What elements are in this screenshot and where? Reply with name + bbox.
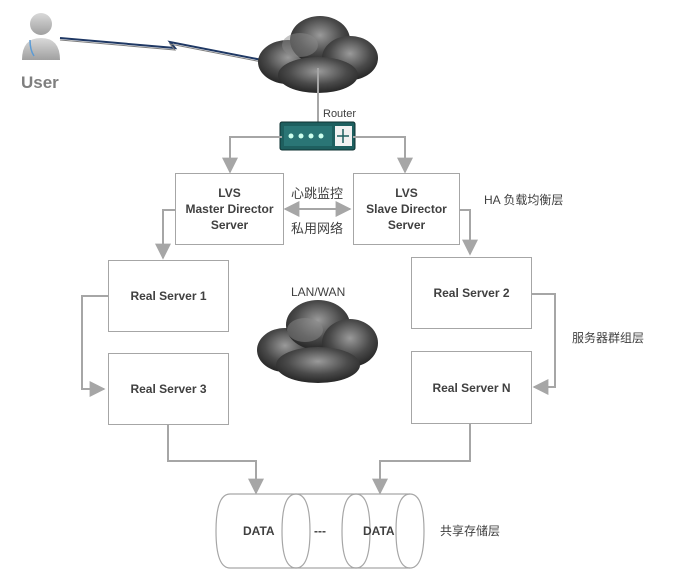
rsn-to-storage-arrow [372, 424, 471, 495]
lan-wan-label: LAN/WAN [291, 285, 346, 299]
router-label: Router [323, 108, 357, 120]
user-label: User [21, 73, 59, 92]
internet-cloud-icon [258, 16, 378, 93]
storage-segment-1: DATA [243, 524, 275, 538]
storage-segment-2: --- [314, 524, 326, 538]
heartbeat-label: 心跳监控 [291, 186, 344, 201]
shared-storage-layer-label: 共享存储层 [440, 524, 501, 538]
real-server-1-box: Real Server 1 [108, 260, 229, 332]
master-to-rs1-arrow [155, 209, 175, 260]
rs3-to-storage-arrow [167, 424, 264, 495]
slave-director-box: LVS Slave Director Server [353, 173, 460, 245]
lan-cloud-icon [257, 300, 378, 383]
user-icon [22, 13, 60, 60]
ha-layer-label: HA 负载均衡层 [484, 193, 564, 207]
master-director-box: LVS Master Director Server [175, 173, 284, 245]
rs1-to-rs3-arrow [81, 295, 108, 397]
private-network-label: 私用网络 [291, 221, 344, 236]
server-group-layer-label: 服务器群组层 [572, 331, 645, 345]
router-icon [279, 121, 356, 151]
shared-storage [215, 493, 425, 569]
rs2-to-rsn-arrow [532, 293, 556, 395]
wan-link [59, 37, 263, 63]
real-server-n-box: Real Server N [411, 351, 532, 424]
real-server-3-box: Real Server 3 [108, 353, 229, 425]
router-to-slave-arrow [353, 136, 413, 174]
slave-to-rs2-arrow [460, 209, 478, 256]
real-server-2-box: Real Server 2 [411, 257, 532, 329]
storage-segment-3: DATA [363, 524, 395, 538]
router-to-master-arrow [222, 136, 282, 174]
